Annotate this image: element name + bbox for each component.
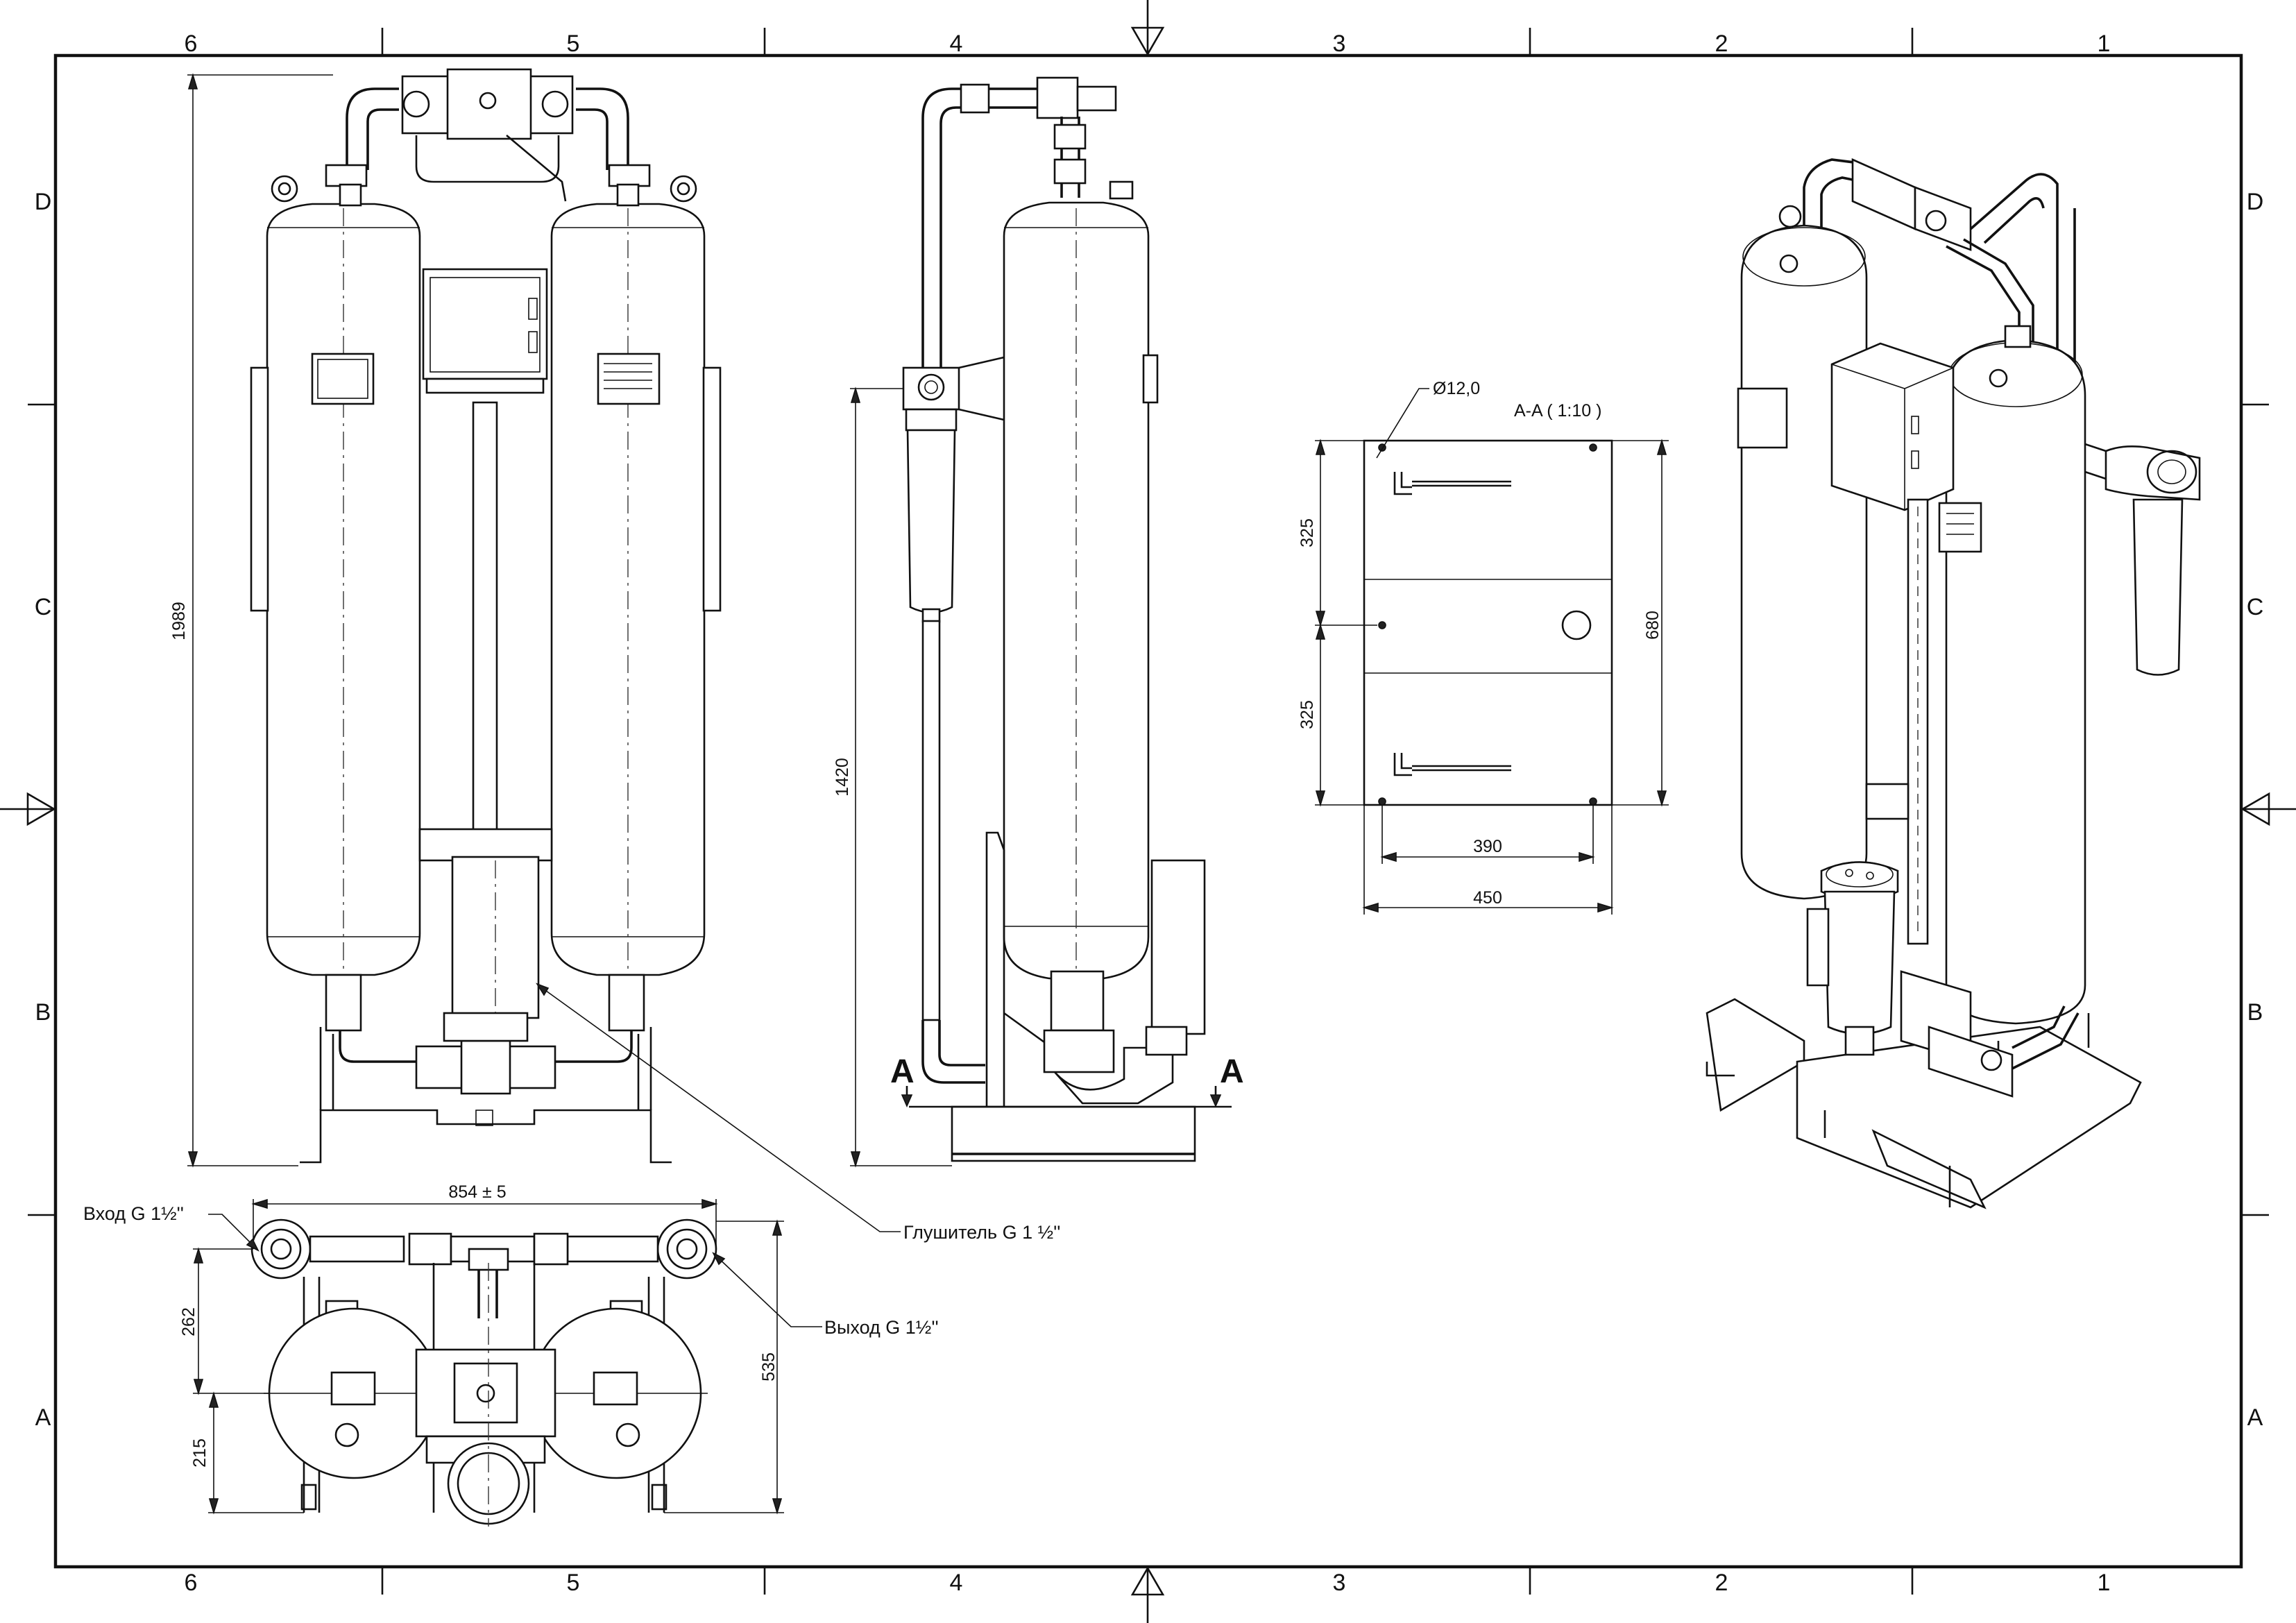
iso-right-vessel <box>1938 325 2086 1025</box>
dim-text-325-bottom: 325 <box>1298 700 1317 729</box>
col-label-top-6: 6 <box>185 31 198 57</box>
dim-depth-top-right: 535 <box>664 1219 784 1515</box>
dim-text-1420: 1420 <box>833 758 852 797</box>
row-label-left-A: A <box>35 1404 51 1431</box>
dim-text-1989: 1989 <box>169 602 189 640</box>
label-inlet: Вход G 1½'' <box>83 1203 184 1224</box>
row-label-right-D: D <box>2247 189 2264 215</box>
row-label-left-C: C <box>35 594 52 620</box>
side-support <box>985 831 1188 1107</box>
section-view: A-A ( 1:10 ) Ø12,0 325 325 <box>1298 379 1669 915</box>
iso-left-vessel <box>1737 205 1868 900</box>
iso-column <box>1865 498 1929 945</box>
col-label-top-1: 1 <box>2098 31 2111 57</box>
front-view: 1989 <box>169 68 722 1168</box>
top-connections <box>250 1218 717 1318</box>
top-vessels <box>264 1307 708 1479</box>
col-label-bottom-2: 2 <box>1715 1570 1728 1596</box>
dim-text-535: 535 <box>759 1352 779 1382</box>
col-label-top-4: 4 <box>950 31 963 57</box>
row-label-right-A: A <box>2247 1404 2263 1431</box>
dim-height-front: 1989 <box>169 73 333 1168</box>
dim-text-390: 390 <box>1473 837 1502 856</box>
front-top-manifold <box>325 68 651 202</box>
row-label-right-B: B <box>2247 999 2263 1026</box>
front-left-vessel <box>250 183 421 976</box>
col-label-bottom-4: 4 <box>950 1570 963 1596</box>
iso-filter <box>2084 443 2201 676</box>
dim-text-325-top: 325 <box>1298 518 1317 547</box>
col-label-bottom-1: 1 <box>2098 1570 2111 1596</box>
col-label-bottom-5: 5 <box>567 1570 580 1596</box>
iso-base <box>1706 998 2142 1209</box>
col-label-top-3: 3 <box>1333 31 1346 57</box>
row-label-left-B: B <box>35 999 51 1026</box>
callouts: Вход G 1½'' Выход G 1½'' Глушитель G 1 ½… <box>83 983 1060 1338</box>
section-bottom-dims <box>1363 805 1613 915</box>
top-manifold <box>415 1263 556 1527</box>
section-mark-right: A <box>1220 1053 1244 1090</box>
top-view: 854 ± 5 262 215 535 <box>179 1182 784 1527</box>
front-central-column <box>418 401 553 1020</box>
section-brackets <box>1393 472 1511 776</box>
iso-silencer <box>1806 861 1899 1056</box>
side-top-piping <box>921 76 1134 368</box>
col-label-bottom-3: 3 <box>1333 1570 1346 1596</box>
front-bottom-piping <box>325 974 645 1095</box>
side-view: A A 1420 <box>833 76 1244 1168</box>
side-base <box>909 1105 1232 1162</box>
dim-depth-top-left: 262 215 <box>179 1247 304 1515</box>
dim-text-215: 215 <box>190 1438 210 1468</box>
section-right-dim <box>1612 440 1669 806</box>
dim-text-hole: Ø12,0 <box>1433 379 1480 398</box>
label-outlet: Выход G 1½'' <box>824 1317 939 1338</box>
front-base-frame <box>300 1027 672 1164</box>
iso-controller <box>1830 342 1955 511</box>
front-controller <box>422 268 548 394</box>
isometric-view <box>1706 158 2201 1209</box>
dim-text-680: 680 <box>1643 611 1663 640</box>
side-vessel <box>1003 201 1206 1035</box>
zone-ticks <box>28 28 2269 1595</box>
row-label-left-D: D <box>35 189 52 215</box>
col-label-top-2: 2 <box>1715 31 1728 57</box>
row-label-right-C: C <box>2247 594 2264 620</box>
dim-height-side: 1420 <box>833 386 952 1168</box>
iso-bottom-piping <box>1900 970 2080 1098</box>
section-marks: A A <box>890 1053 1244 1107</box>
front-right-vessel <box>550 183 722 976</box>
dim-text-262: 262 <box>179 1307 198 1336</box>
dim-text-450: 450 <box>1473 888 1502 908</box>
section-mark-left: A <box>890 1053 915 1090</box>
section-title: A-A ( 1:10 ) <box>1514 401 1601 420</box>
col-label-top-5: 5 <box>567 31 580 57</box>
dim-text-854: 854 ± 5 <box>448 1182 506 1202</box>
label-silencer: Глушитель G 1 ½'' <box>903 1222 1060 1243</box>
side-filter <box>902 356 1005 1084</box>
col-label-bottom-6: 6 <box>185 1570 198 1596</box>
front-lifting-lugs <box>271 175 697 203</box>
